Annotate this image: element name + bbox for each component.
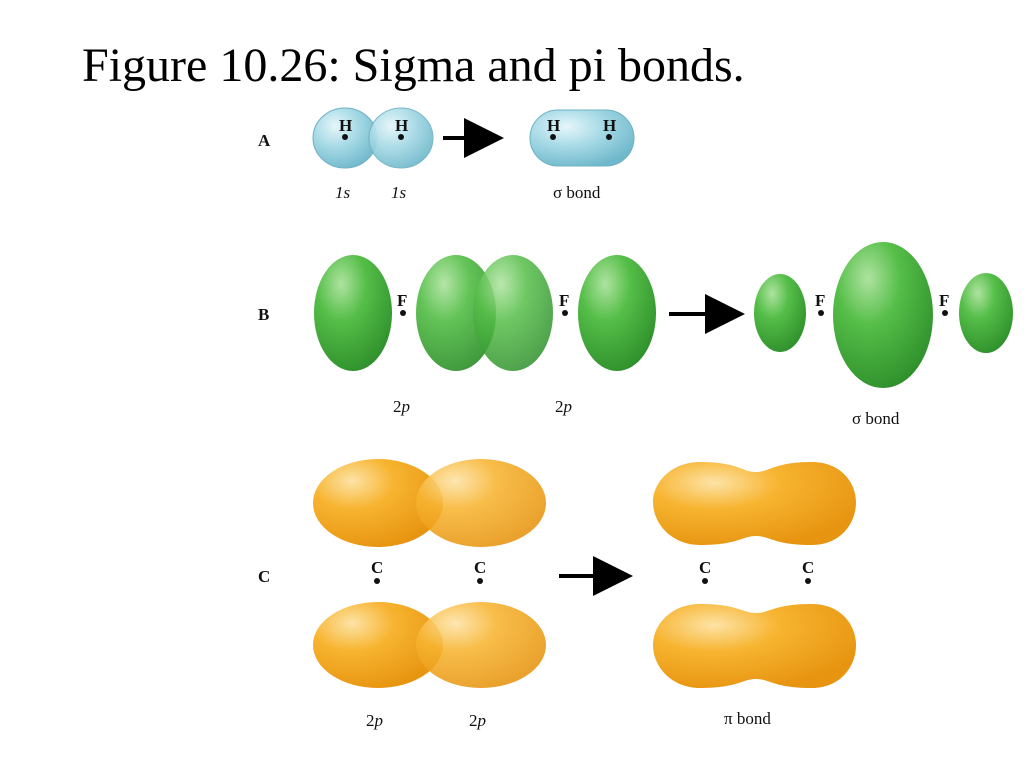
sigma-bond-orbital [833, 242, 933, 388]
nucleus-dot [818, 310, 824, 316]
nucleus-dot [606, 134, 612, 140]
panel-c: C C C 2p 2p C C π bond [258, 459, 856, 730]
orbital-caption: 2p [555, 397, 572, 416]
atom-label: H [547, 116, 560, 135]
c-2p-lobe [416, 602, 546, 688]
atom-label: F [815, 291, 825, 310]
atom-label: C [699, 558, 711, 577]
nucleus-dot [942, 310, 948, 316]
c-2p-lobe [313, 459, 443, 547]
c-2p-lobe [313, 602, 443, 688]
sigma-small-lobe [754, 274, 806, 352]
nucleus-dot [374, 578, 380, 584]
nucleus-dot [400, 310, 406, 316]
f-2p-lobe [578, 255, 656, 371]
nucleus-dot [550, 134, 556, 140]
orbital-caption: 2p [469, 711, 486, 730]
f-2p-lobe [314, 255, 392, 371]
sigma-bond-orbital [529, 109, 635, 167]
atom-label: F [397, 291, 407, 310]
sigma-small-lobe [959, 273, 1013, 353]
nucleus-dot [702, 578, 708, 584]
panel-c-letter: C [258, 567, 270, 586]
orbital-caption: 1s [335, 183, 351, 202]
pi-bond-lower-orbital [653, 604, 856, 688]
atom-label: C [802, 558, 814, 577]
nucleus-dot [477, 578, 483, 584]
pi-bond-upper-orbital [653, 462, 856, 545]
panel-b: B F F 2p 2p F F σ bond [258, 242, 1013, 428]
panel-b-letter: B [258, 305, 269, 324]
atom-label: C [474, 558, 486, 577]
nucleus-dot [805, 578, 811, 584]
f-2p-lobe [473, 255, 553, 371]
bond-caption: σ bond [553, 183, 601, 202]
orbital-caption: 2p [393, 397, 410, 416]
f-2p-lobe [416, 255, 496, 371]
orbital-caption: 2p [366, 711, 383, 730]
nucleus-dot [342, 134, 348, 140]
atom-label: H [339, 116, 352, 135]
bond-caption: σ bond [852, 409, 900, 428]
panel-a-letter: A [258, 131, 271, 150]
atom-label: F [939, 291, 949, 310]
page-title: Figure 10.26: Sigma and pi bonds. [82, 39, 745, 92]
orbital-caption: 1s [391, 183, 407, 202]
atom-label: C [371, 558, 383, 577]
nucleus-dot [562, 310, 568, 316]
nucleus-dot [398, 134, 404, 140]
bond-caption: π bond [724, 709, 771, 728]
c-2p-lobe [416, 459, 546, 547]
atom-label: F [559, 291, 569, 310]
atom-label: H [395, 116, 408, 135]
atom-label: H [603, 116, 616, 135]
panel-a: A H H 1s 1s H H σ bond [258, 107, 635, 202]
